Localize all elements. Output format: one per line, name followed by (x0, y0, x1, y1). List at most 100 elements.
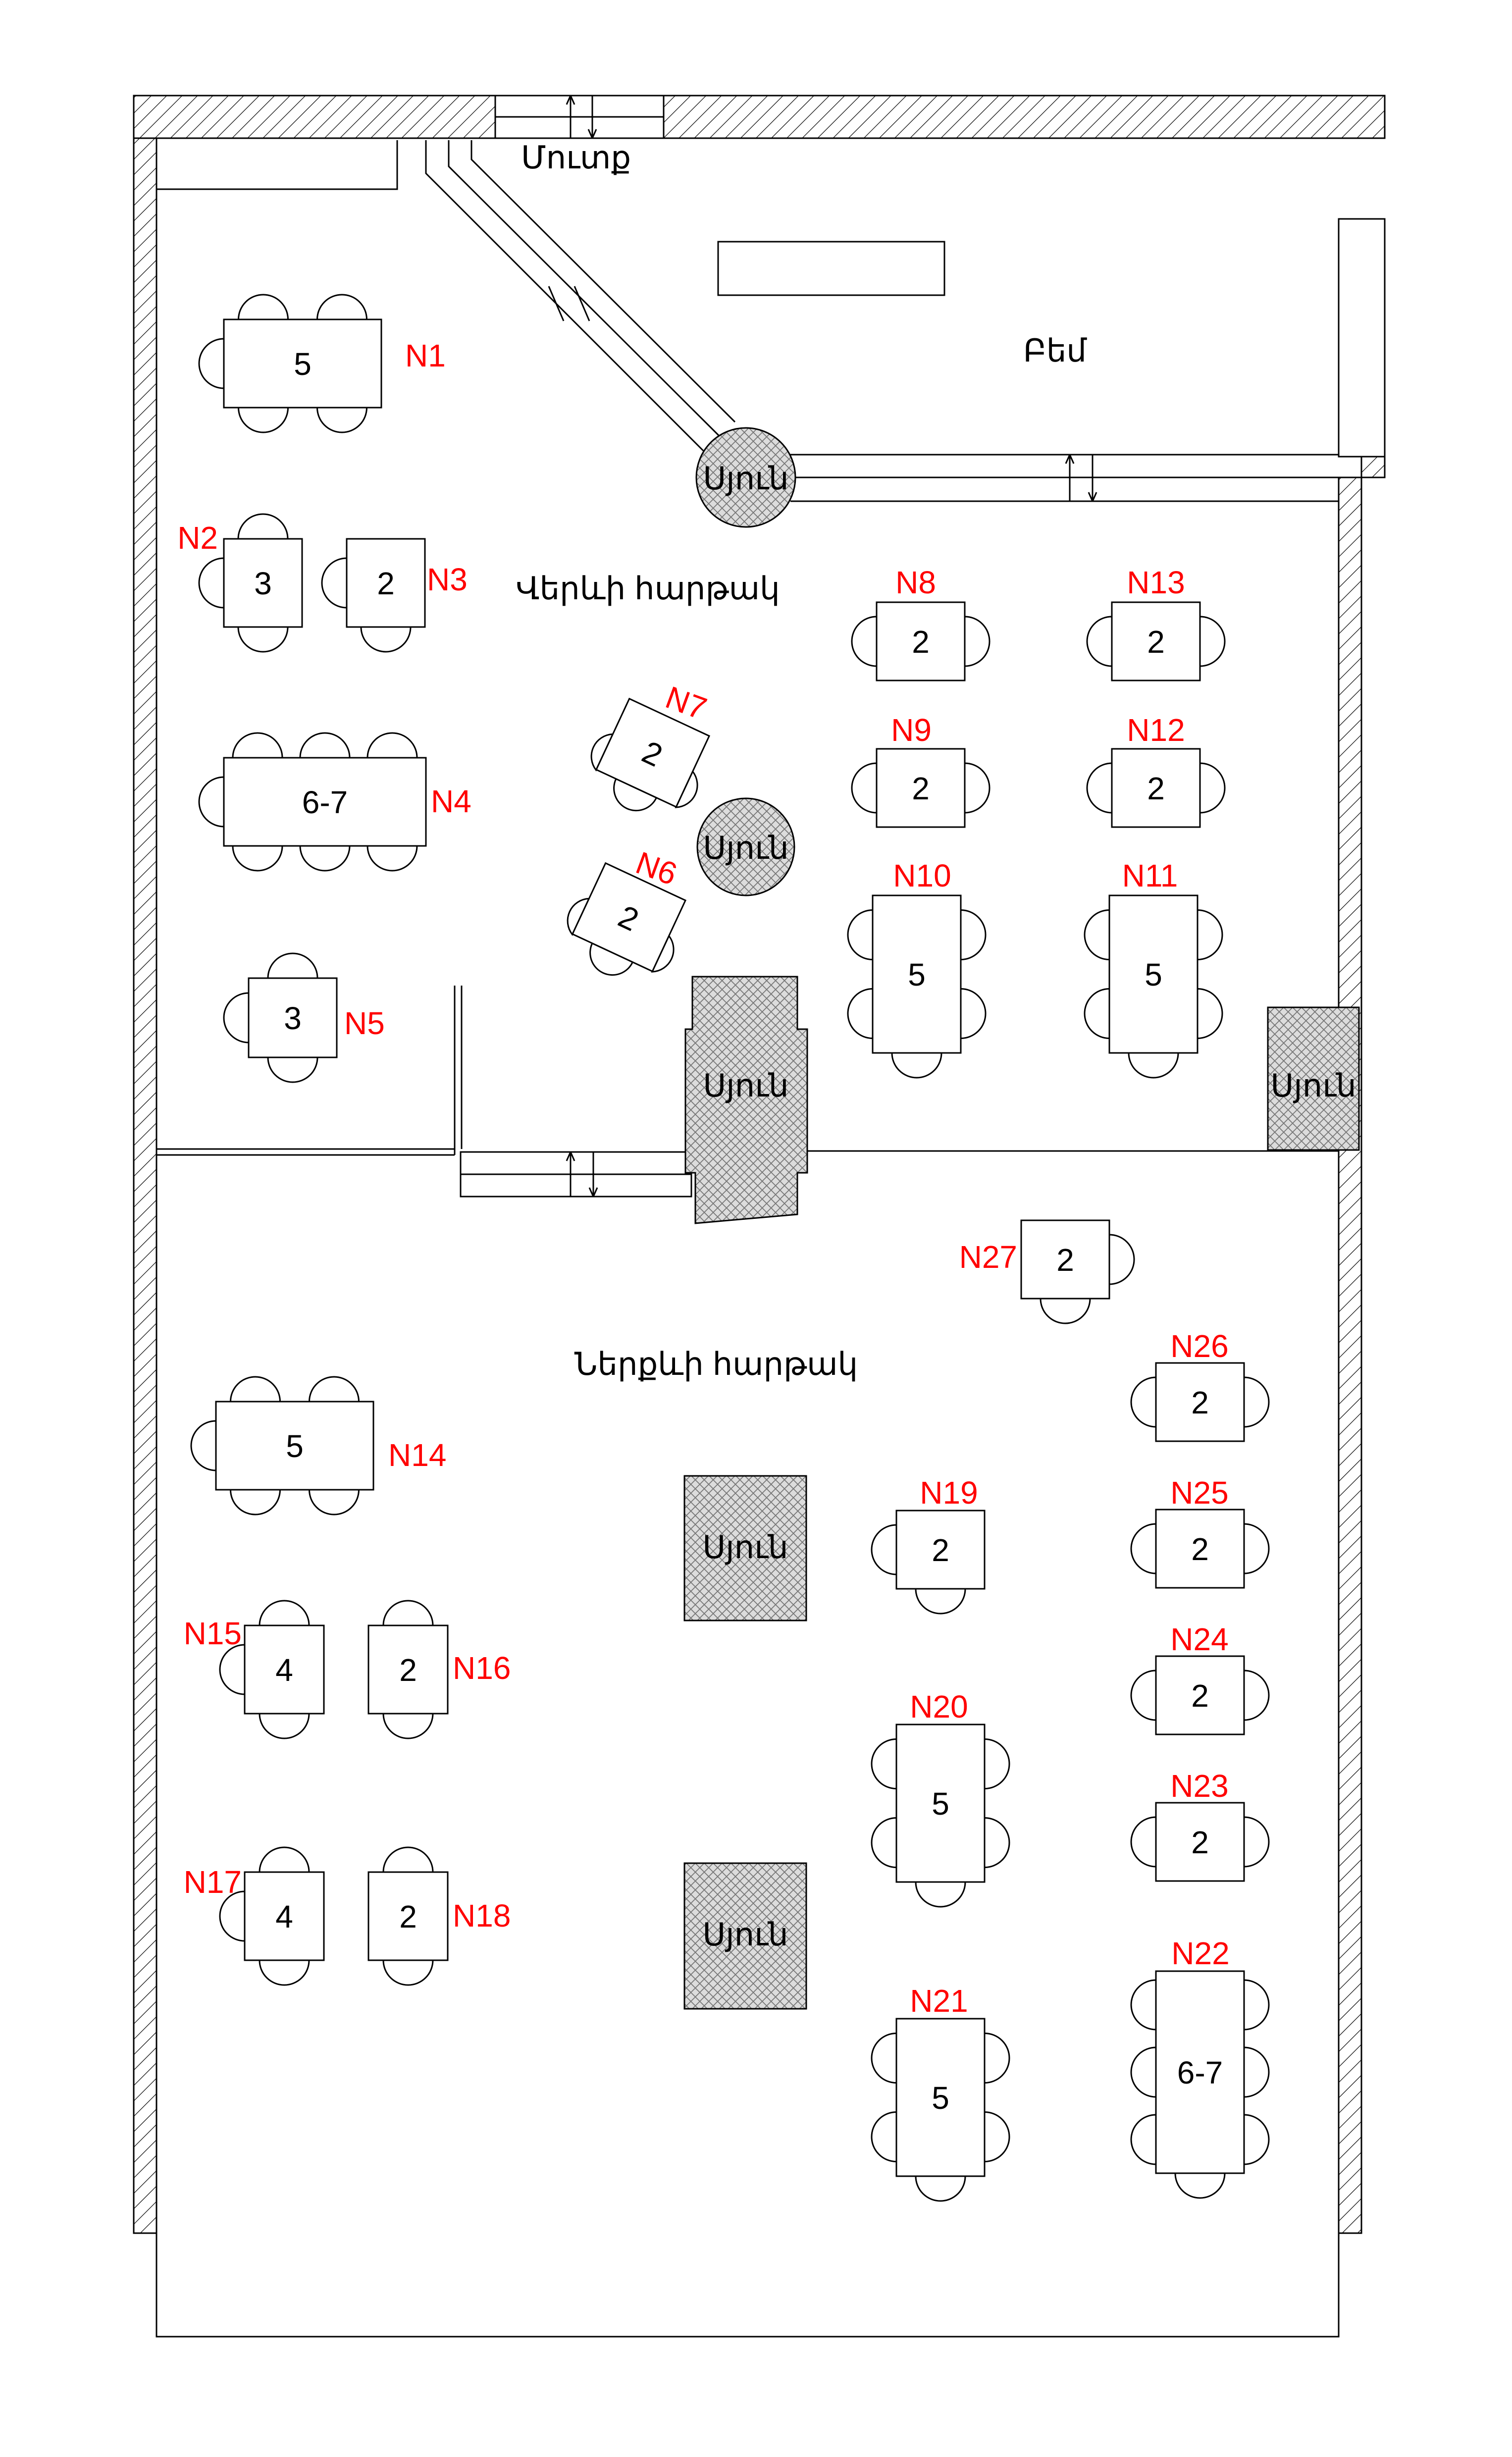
table-seats: 2 (1191, 1825, 1209, 1860)
column-lower-1: Սյուն (683, 1475, 807, 1621)
chair (851, 616, 878, 667)
chair (1243, 1523, 1270, 1574)
column-right-wall: Սյուն (1267, 1006, 1360, 1151)
table-top (1155, 1802, 1245, 1882)
chair (267, 952, 318, 979)
chair (1243, 1376, 1270, 1428)
chair (219, 1890, 246, 1942)
chair (259, 1846, 310, 1873)
chair (316, 294, 368, 320)
chair (984, 2111, 1010, 2163)
column-round-top: Սյուն (695, 427, 796, 528)
chair (915, 1588, 966, 1615)
table-label: N20 (910, 1689, 968, 1725)
table-top (244, 1624, 325, 1715)
chair (366, 732, 418, 759)
svg-text:Սյուն: Սյուն (703, 830, 788, 866)
partitions (156, 140, 1339, 1198)
table-label: N15 (184, 1616, 242, 1651)
table-seats: 2 (377, 566, 395, 601)
columns: Սյուն Սյուն Սյուն Սյուն Սյուն Սյուն (683, 427, 1360, 2010)
chair (259, 1713, 310, 1739)
chair (321, 557, 348, 609)
chair (964, 762, 991, 814)
table-label: N22 (1171, 1935, 1229, 1971)
chair (847, 988, 874, 1040)
table-seats: 6-7 (302, 784, 348, 820)
table-top (1111, 601, 1201, 681)
chair (1040, 1298, 1091, 1324)
table-top (1111, 748, 1201, 828)
chair (382, 1713, 434, 1739)
chair (259, 1959, 310, 1986)
table-seats: 2 (1191, 1678, 1209, 1714)
table-seats: 2 (1056, 1242, 1074, 1278)
chair (1243, 1670, 1270, 1721)
table-seats: 2 (912, 771, 930, 806)
table-body (567, 862, 687, 976)
chair (308, 1376, 360, 1403)
table-seats: 4 (275, 1652, 293, 1688)
svg-text:Սյուն: Սյուն (702, 1529, 788, 1565)
chair (198, 338, 225, 389)
chair (960, 909, 987, 961)
lower-hall-label: Ներքևի հարթակ (574, 1346, 858, 1382)
table-label: N12 (1127, 712, 1185, 748)
table-top (1155, 1970, 1245, 2174)
column-round-mid: Սյուն (696, 797, 795, 896)
table-top (367, 1871, 449, 1961)
chair (1243, 2114, 1270, 2165)
chair (871, 1738, 897, 1790)
table-top (244, 1871, 325, 1961)
table-label: N26 (1170, 1328, 1228, 1364)
chair (589, 942, 634, 976)
chair (915, 1881, 966, 1908)
chair (1130, 2114, 1157, 2165)
chair (1130, 1979, 1157, 2031)
svg-text:Սյուն: Սյուն (1270, 1068, 1356, 1103)
chair (366, 845, 418, 872)
table-seats: 5 (286, 1428, 304, 1464)
chair (1086, 616, 1113, 667)
table-label: N25 (1170, 1475, 1228, 1511)
stage-label: Բեմ (1023, 333, 1087, 368)
stage-platform (717, 241, 945, 296)
chair (1084, 909, 1110, 961)
svg-text:Սյուն: Սյուն (703, 1068, 788, 1103)
table-seats: 2 (932, 1532, 949, 1568)
table-label: N13 (1127, 565, 1185, 600)
table-seats: 2 (1191, 1385, 1209, 1420)
table-n15: 4 N15 (184, 1600, 325, 1739)
chair (851, 762, 878, 814)
svg-text:Սյուն: Սյուն (702, 1917, 788, 1952)
table-n7: 2N7 (590, 680, 711, 812)
table-seats: 3 (284, 1000, 302, 1036)
chair (1243, 2046, 1270, 2098)
chair (984, 2032, 1010, 2084)
chair (915, 2175, 966, 2202)
table-top (1108, 894, 1199, 1054)
chair (316, 407, 368, 433)
chair (1130, 1376, 1157, 1428)
chair (1174, 2172, 1226, 2199)
table-label: N18 (453, 1898, 511, 1934)
chair (960, 988, 987, 1040)
table-n9: 2N9 (851, 712, 991, 828)
table-top (595, 697, 711, 808)
chair (198, 776, 225, 828)
table-seats: 2 (1147, 624, 1165, 660)
chair (1199, 762, 1226, 814)
chair (1199, 616, 1226, 667)
table-seats: 2 (399, 1652, 417, 1688)
